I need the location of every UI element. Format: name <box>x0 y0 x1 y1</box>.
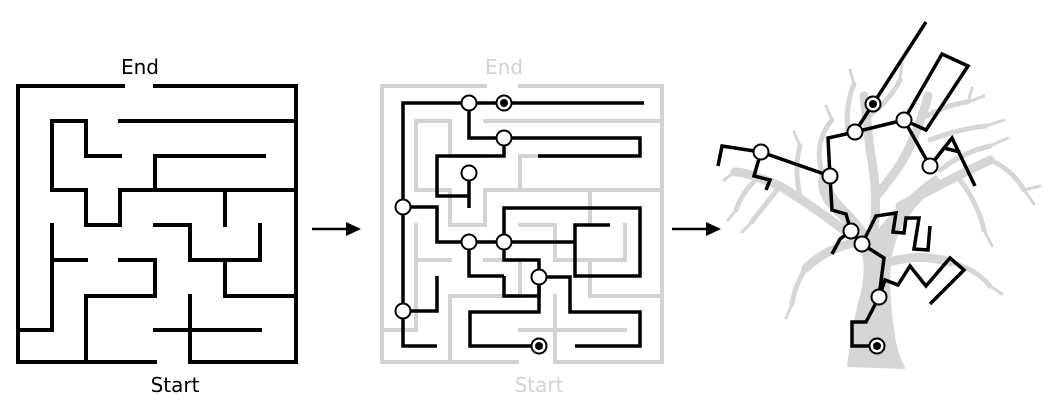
tree-node <box>895 111 913 129</box>
maze-panel: End Start <box>16 55 298 397</box>
maze-end-label: End <box>121 55 159 79</box>
graph-node <box>460 94 478 112</box>
maze-graph-nodes <box>394 94 548 320</box>
maze-outer-wall-right <box>153 84 298 364</box>
tree-node <box>921 157 939 175</box>
tree-edges <box>716 21 977 348</box>
graph-node <box>394 198 412 216</box>
graph-node <box>394 302 412 320</box>
tree-end-node-icon <box>864 95 882 113</box>
maze-walls <box>16 84 298 364</box>
tree-node <box>853 235 871 253</box>
maze-inner-walls <box>16 119 298 364</box>
graph-node <box>495 233 513 251</box>
maze-start-label: Start <box>151 373 200 397</box>
tree-panel <box>716 21 1042 369</box>
start-node-icon <box>530 337 548 355</box>
tree-node <box>842 222 860 240</box>
tree-nodes <box>752 111 939 306</box>
tree-node <box>752 143 770 161</box>
end-node-icon <box>495 94 513 112</box>
graph-node <box>460 233 478 251</box>
maze-graph-panel: End Start <box>380 55 664 397</box>
tree-node <box>846 123 864 141</box>
graph-node <box>495 129 513 147</box>
maze-graph-end-label: End <box>485 55 523 79</box>
graph-node <box>530 268 548 286</box>
tree-node <box>870 288 888 306</box>
tree-start-node-icon <box>868 337 886 355</box>
right-arrow-icon <box>312 222 361 236</box>
right-arrow-icon <box>672 222 721 236</box>
faded-maze-walls <box>380 84 664 364</box>
tree-node <box>821 167 839 185</box>
graph-node <box>460 164 478 182</box>
maze-graph-start-label: Start <box>515 373 564 397</box>
